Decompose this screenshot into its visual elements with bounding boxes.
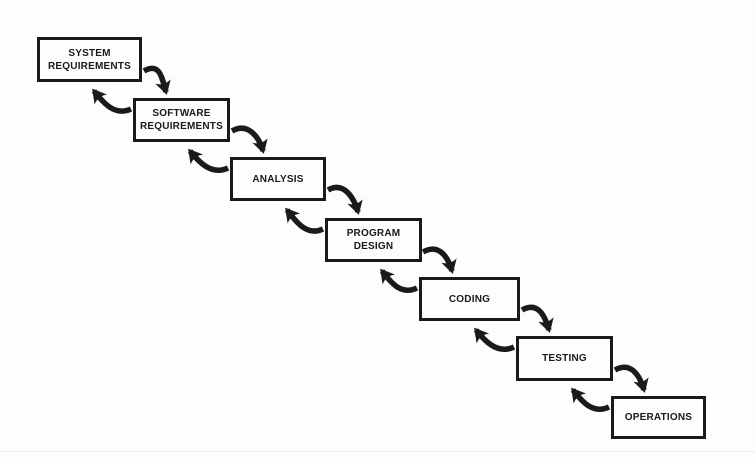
scan-artifact-line bbox=[0, 451, 755, 452]
forward-arrow-6-icon bbox=[613, 364, 649, 393]
forward-arrow-4-icon bbox=[421, 246, 457, 274]
box-software-requirements-label: SOFTWARE REQUIREMENTS bbox=[140, 108, 223, 132]
feedback-arrow-2-icon bbox=[187, 148, 230, 173]
box-program-design-label: PROGRAM DESIGN bbox=[346, 228, 401, 252]
box-software-requirements: SOFTWARE REQUIREMENTS bbox=[133, 98, 230, 142]
box-system-requirements-label: SYSTEM REQUIREMENTS bbox=[48, 47, 131, 72]
feedback-arrow-1-icon bbox=[91, 88, 133, 114]
box-analysis: ANALYSIS bbox=[230, 157, 326, 201]
feedback-arrow-6-icon bbox=[570, 387, 611, 412]
forward-arrow-1-icon bbox=[142, 65, 171, 95]
box-program-design: PROGRAM DESIGN bbox=[325, 218, 422, 262]
box-system-requirements: SYSTEM REQUIREMENTS bbox=[37, 37, 142, 82]
box-operations-label: OPERATIONS bbox=[624, 412, 693, 423]
feedback-arrow-4-icon bbox=[379, 268, 419, 293]
box-coding-label: CODING bbox=[448, 293, 491, 305]
feedback-arrow-5-icon bbox=[473, 327, 516, 352]
box-coding: CODING bbox=[419, 277, 520, 321]
box-testing-label: TESTING bbox=[542, 353, 587, 364]
forward-arrow-3-icon bbox=[326, 184, 363, 215]
box-testing: TESTING bbox=[516, 336, 613, 381]
box-operations: OPERATIONS bbox=[611, 396, 706, 439]
feedback-arrow-3-icon bbox=[284, 207, 325, 234]
forward-arrow-5-icon bbox=[520, 304, 554, 333]
box-analysis-label: ANALYSIS bbox=[252, 173, 304, 185]
forward-arrow-2-icon bbox=[230, 125, 268, 154]
